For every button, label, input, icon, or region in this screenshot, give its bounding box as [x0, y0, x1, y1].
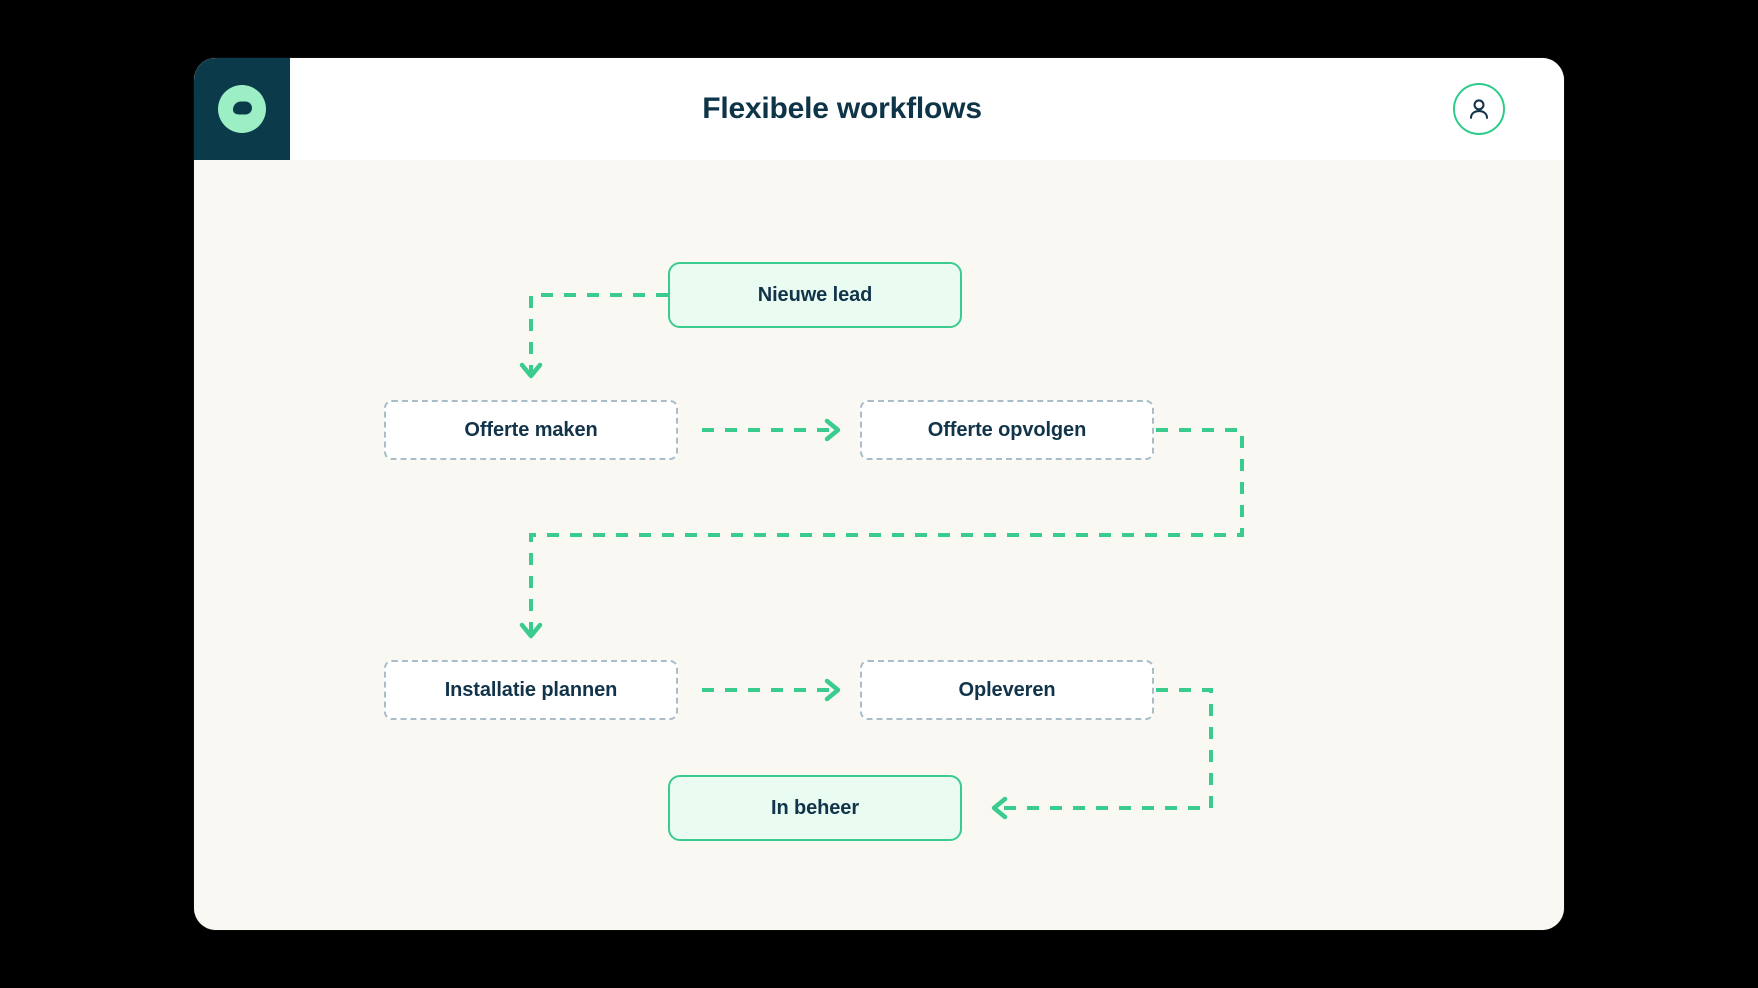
- arrowhead-right-2: [824, 678, 841, 702]
- workflow-node-offerte-opvolgen[interactable]: Offerte opvolgen: [860, 400, 1154, 460]
- node-label: Offerte maken: [464, 418, 598, 441]
- workflow-node-offerte-maken[interactable]: Offerte maken: [384, 400, 678, 460]
- node-label: Opleveren: [958, 678, 1056, 701]
- edge-offerte-opvolgen-to-installatie: [529, 428, 1244, 632]
- arrowhead-down-1: [519, 362, 543, 379]
- edge-nieuwe-lead-to-offerte-maken: [529, 293, 668, 372]
- arrowhead-left-1: [991, 796, 1008, 820]
- workflow-node-nieuwe-lead[interactable]: Nieuwe lead: [668, 262, 962, 328]
- node-label: In beheer: [770, 796, 860, 819]
- avatar-slot: [1394, 58, 1564, 160]
- app-header: Flexibele workflows: [194, 58, 1564, 160]
- edge-opleveren-to-in-beheer: [994, 688, 1213, 810]
- app-window: Flexibele workflows: [194, 58, 1564, 930]
- workflow-edges: [519, 293, 1244, 820]
- brand-logo-tile[interactable]: [194, 58, 290, 160]
- node-label: Installatie plannen: [444, 678, 618, 701]
- brand-circle-logo-icon: [218, 85, 266, 133]
- user-avatar-icon: [1469, 99, 1489, 119]
- page-title: Flexibele workflows: [702, 92, 982, 125]
- workflow-node-in-beheer[interactable]: In beheer: [668, 775, 962, 841]
- node-label: Offerte opvolgen: [927, 418, 1087, 441]
- node-label: Nieuwe lead: [757, 283, 873, 306]
- workflow-node-opleveren[interactable]: Opleveren: [860, 660, 1154, 720]
- workflow-node-installatie-plannen[interactable]: Installatie plannen: [384, 660, 678, 720]
- arrowhead-right-1: [824, 418, 841, 442]
- header-title-container: Flexibele workflows: [290, 58, 1394, 160]
- arrowhead-down-2: [519, 622, 543, 639]
- workflow-canvas: Nieuwe lead Offerte maken Offerte opvolg…: [194, 160, 1564, 930]
- avatar[interactable]: [1453, 83, 1505, 135]
